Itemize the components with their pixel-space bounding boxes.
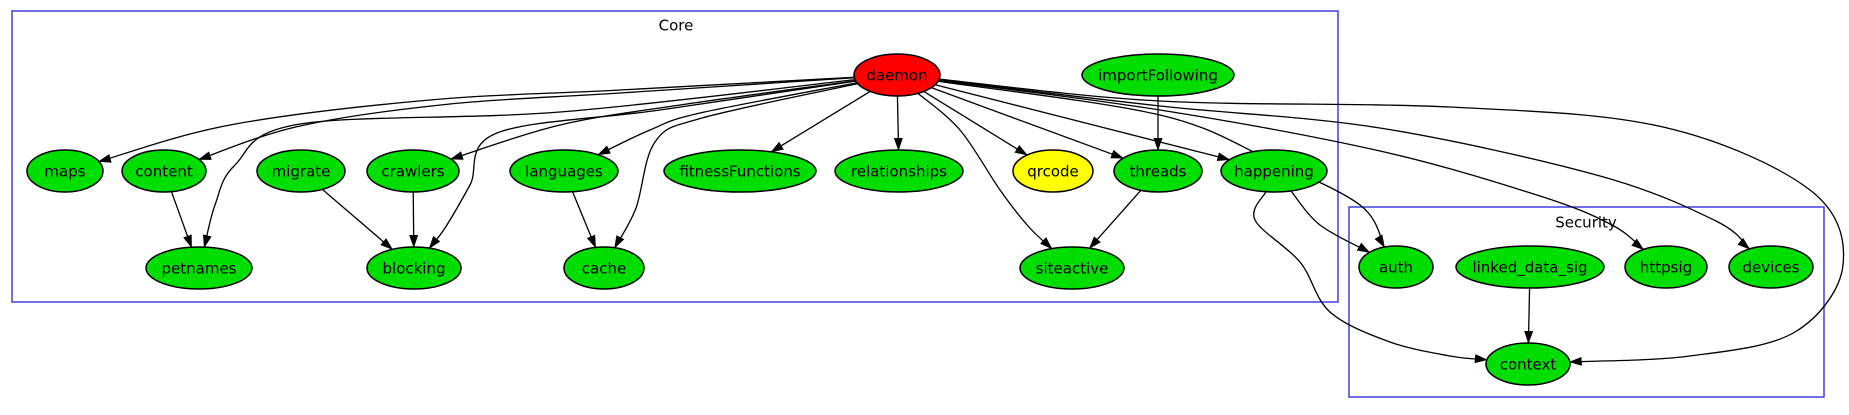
node-relationships-shape xyxy=(834,149,964,193)
node-migrate-label: migrate xyxy=(272,162,331,180)
edge-layer xyxy=(97,76,1845,366)
node-fitnessFunctions-label: fitnessFunctions xyxy=(679,162,800,180)
node-fitnessFunctions-shape xyxy=(663,149,817,193)
node-threads-shape xyxy=(1113,149,1203,193)
node-devices: devices xyxy=(1728,245,1814,289)
cluster-core-label: Core xyxy=(659,16,694,34)
node-siteactive-shape xyxy=(1019,246,1125,290)
node-httpsig: httpsig xyxy=(1624,245,1708,289)
node-blocking-label: blocking xyxy=(383,259,446,277)
edge-linked_data_sig-to-context xyxy=(1524,287,1534,345)
node-languages-label: languages xyxy=(525,162,603,180)
edge-daemon-to-languages xyxy=(597,82,858,156)
node-linked_data_sig-shape xyxy=(1455,245,1605,289)
node-httpsig-label: httpsig xyxy=(1640,258,1692,276)
node-petnames: petnames xyxy=(145,246,253,290)
node-qrcode-label: qrcode xyxy=(1027,162,1079,180)
edge-crawlers-to-blocking xyxy=(409,191,419,248)
node-happening-label: happening xyxy=(1234,162,1314,180)
edge-happening-to-auth xyxy=(1290,190,1371,253)
node-petnames-label: petnames xyxy=(162,259,237,277)
edge-content-to-petnames xyxy=(170,191,193,249)
edge-threads-to-siteactive xyxy=(1088,189,1142,249)
edge-daemon-to-devices xyxy=(938,79,1751,250)
node-siteactive-label: siteactive xyxy=(1036,259,1109,277)
node-context-shape xyxy=(1485,342,1571,386)
node-migrate: migrate xyxy=(256,149,346,193)
node-cache-label: cache xyxy=(582,259,626,277)
edge-languages-to-cache xyxy=(571,191,597,249)
node-fitnessFunctions: fitnessFunctions xyxy=(663,149,817,193)
node-context-label: context xyxy=(1500,355,1557,373)
edge-daemon-to-qrcode xyxy=(923,90,1028,156)
node-qrcode-shape xyxy=(1012,149,1094,193)
node-auth: auth xyxy=(1358,245,1434,289)
node-content: content xyxy=(121,149,207,193)
node-linked_data_sig-label: linked_data_sig xyxy=(1472,258,1587,277)
node-threads-label: threads xyxy=(1130,162,1187,180)
edge-daemon-to-context xyxy=(939,78,1845,366)
node-daemon: daemon xyxy=(853,53,941,97)
cluster-security-border xyxy=(1348,206,1825,398)
edge-daemon-to-happening xyxy=(934,84,1231,162)
node-threads: threads xyxy=(1113,149,1203,193)
node-maps-label: maps xyxy=(44,162,85,180)
edge-daemon-to-fitnessFunctions xyxy=(770,90,871,153)
node-importFollowing-shape xyxy=(1081,53,1235,97)
node-maps: maps xyxy=(26,149,104,193)
node-happening: happening xyxy=(1220,149,1328,193)
node-languages: languages xyxy=(509,149,619,193)
node-languages-shape xyxy=(509,149,619,193)
edge-migrate-to-blocking xyxy=(321,188,394,251)
node-devices-label: devices xyxy=(1742,258,1799,276)
edge-daemon-to-content xyxy=(198,77,855,161)
node-auth-label: auth xyxy=(1379,258,1413,276)
node-cache: cache xyxy=(563,246,645,290)
node-importFollowing-label: importFollowing xyxy=(1098,66,1218,84)
node-qrcode: qrcode xyxy=(1012,149,1094,193)
node-cache-shape xyxy=(563,246,645,290)
node-crawlers-label: crawlers xyxy=(381,162,444,180)
node-maps-shape xyxy=(26,149,104,193)
edge-daemon-to-httpsig xyxy=(938,79,1645,251)
cluster-security: Security xyxy=(1348,206,1825,398)
node-linked_data_sig: linked_data_sig xyxy=(1455,245,1605,289)
node-importFollowing: importFollowing xyxy=(1081,53,1235,97)
node-auth-shape xyxy=(1358,245,1434,289)
node-siteactive: siteactive xyxy=(1019,246,1125,290)
node-daemon-shape xyxy=(853,53,941,97)
node-httpsig-shape xyxy=(1624,245,1708,289)
cluster-core-border xyxy=(11,10,1339,303)
edge-daemon-to-auth xyxy=(937,80,1386,248)
node-content-label: content xyxy=(135,162,193,180)
node-migrate-shape xyxy=(256,149,346,193)
node-relationships: relationships xyxy=(834,149,964,193)
node-crawlers-shape xyxy=(366,149,460,193)
edge-daemon-to-maps xyxy=(97,76,855,163)
edge-daemon-to-blocking xyxy=(428,80,856,249)
node-petnames-shape xyxy=(145,246,253,290)
edge-daemon-to-relationships xyxy=(893,95,903,151)
node-relationships-label: relationships xyxy=(851,162,947,180)
node-blocking: blocking xyxy=(366,246,462,290)
edge-daemon-to-threads xyxy=(931,87,1125,159)
node-daemon-label: daemon xyxy=(866,66,927,84)
edge-daemon-to-cache xyxy=(614,83,858,249)
edge-daemon-to-petnames xyxy=(202,78,856,249)
edge-daemon-to-siteactive xyxy=(917,92,1053,250)
node-crawlers: crawlers xyxy=(366,149,460,193)
node-happening-shape xyxy=(1220,149,1328,193)
edge-happening-to-context xyxy=(1253,191,1488,364)
cluster-security-label: Security xyxy=(1555,213,1617,231)
node-blocking-shape xyxy=(366,246,462,290)
node-devices-shape xyxy=(1728,245,1814,289)
cluster-core: Core xyxy=(11,10,1339,303)
edge-daemon-to-crawlers xyxy=(449,80,856,160)
node-context: context xyxy=(1485,342,1571,386)
node-content-shape xyxy=(121,149,207,193)
